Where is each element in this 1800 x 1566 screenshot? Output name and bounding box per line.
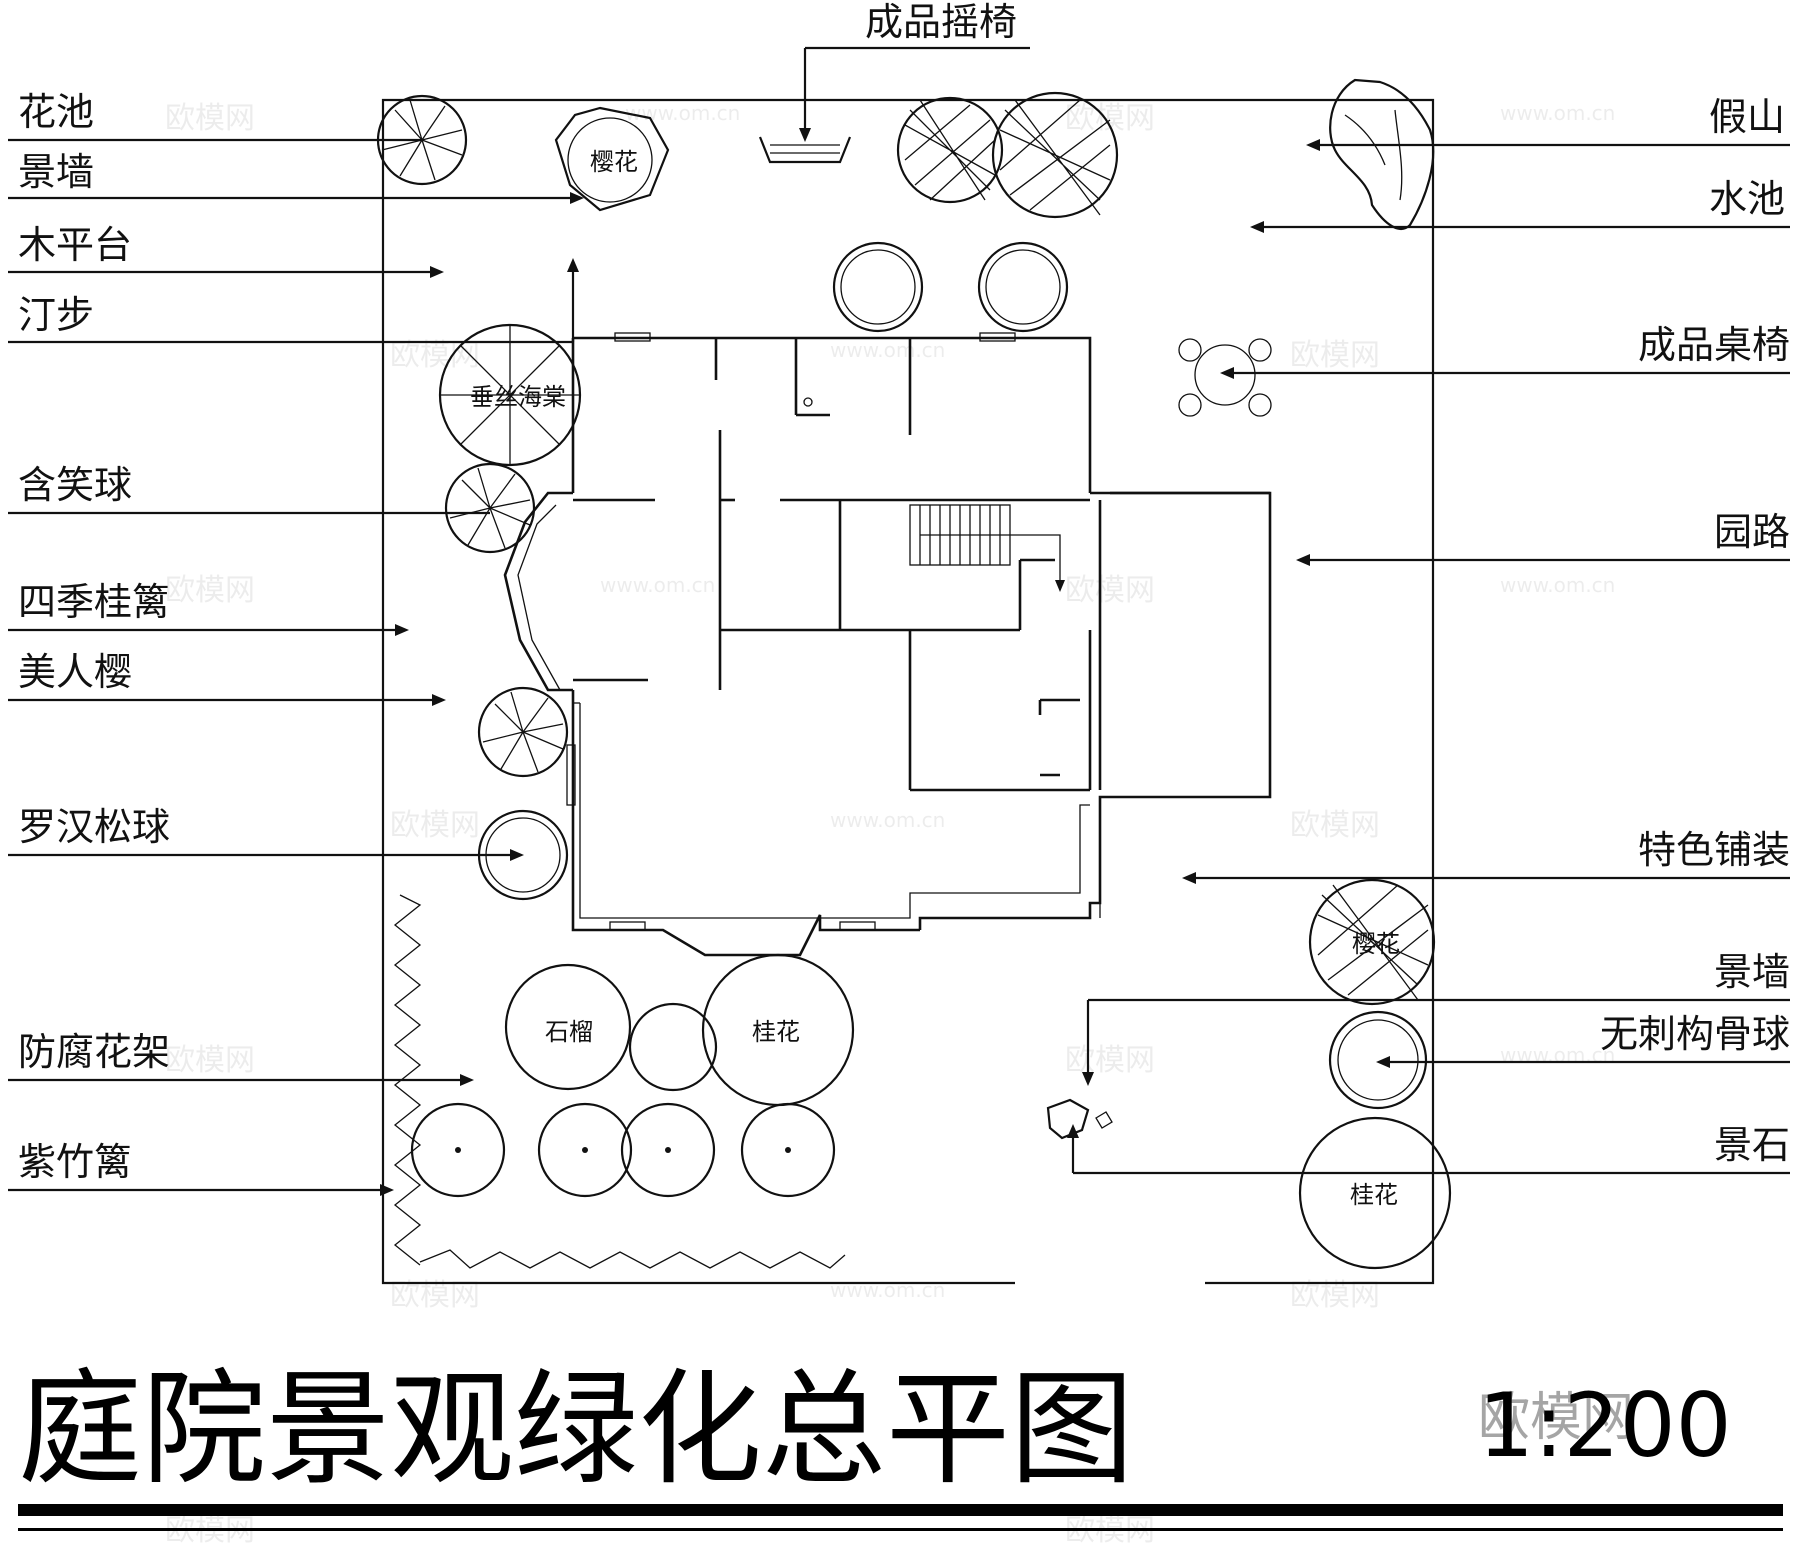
hatched-tree bbox=[896, 96, 1004, 204]
rockery-symbol bbox=[1329, 78, 1435, 230]
watermark: 欧模网 bbox=[1065, 101, 1155, 136]
label-michelia-ball: 含笑球 bbox=[18, 463, 132, 507]
watermark: 欧模网 bbox=[390, 808, 480, 843]
patio-table-set bbox=[1178, 338, 1272, 417]
watermark: 欧模网 bbox=[390, 338, 480, 373]
label-garden-path: 园路 bbox=[1714, 510, 1790, 554]
label-pergola: 防腐花架 bbox=[18, 1030, 170, 1074]
tree-tag: 樱花 bbox=[1352, 930, 1400, 958]
label-stepping-stones: 汀步 bbox=[18, 293, 94, 337]
leader-lines-left bbox=[8, 138, 584, 1196]
watermark-layer: 欧模网 欧模网 www.om.cn www.om.cn 欧模网 欧模网 www.… bbox=[165, 101, 1615, 1548]
smile-ball-tree bbox=[444, 462, 536, 554]
label-wood-deck: 木平台 bbox=[18, 223, 132, 267]
tree-tag: 垂丝海棠 bbox=[470, 383, 566, 411]
watermark-url: www.om.cn bbox=[1500, 1043, 1615, 1067]
label-feature-paving: 特色铺装 bbox=[1638, 828, 1790, 872]
drawing-scale: 1:200 bbox=[1478, 1374, 1732, 1477]
label-feature-wall: 景墙 bbox=[18, 150, 94, 194]
tree-tag: 樱花 bbox=[590, 148, 638, 176]
watermark-url: www.om.cn bbox=[625, 101, 740, 125]
watermark: 欧模网 bbox=[1065, 573, 1155, 608]
labels-right: 假山 水池 成品桌椅 园路 特色铺装 景墙 无刺构骨球 景石 bbox=[1600, 95, 1790, 1167]
label-bamboo-hedge: 紫竹篱 bbox=[18, 1140, 132, 1184]
purple-bamboo-hedge bbox=[393, 894, 846, 1269]
label-osmanthus-hedge: 四季桂篱 bbox=[18, 580, 170, 624]
osmanthus-tree bbox=[1298, 1116, 1452, 1270]
hatched-tree bbox=[991, 91, 1119, 219]
label-flower-bed: 花池 bbox=[18, 90, 94, 134]
title-underline-thick bbox=[18, 1504, 1783, 1516]
label-podocarpus-ball: 罗汉松球 bbox=[18, 805, 170, 849]
tree-tag-layer: 樱花 垂丝海棠 石榴 桂花 桂花 樱花 bbox=[470, 148, 1400, 1209]
swing-chair-symbol bbox=[758, 136, 852, 164]
label-pond: 水池 bbox=[1709, 177, 1785, 221]
label-rockery: 假山 bbox=[1709, 95, 1785, 139]
tree-tag: 石榴 bbox=[545, 1018, 593, 1046]
watermark: 欧模网 bbox=[1290, 338, 1380, 373]
watermark-url: www.om.cn bbox=[830, 338, 945, 362]
tree-symbols bbox=[376, 91, 1452, 1270]
watermark-url: www.om.cn bbox=[830, 808, 945, 832]
house-floor-plan bbox=[503, 332, 1272, 957]
holly-ball bbox=[1328, 1010, 1428, 1110]
watermark-title: 欧模网 bbox=[1478, 1388, 1634, 1448]
watermark-url: www.om.cn bbox=[600, 573, 715, 597]
watermark-url: www.om.cn bbox=[830, 1278, 945, 1302]
label-table-set: 成品桌椅 bbox=[1638, 323, 1790, 367]
scenic-stone bbox=[1046, 1098, 1113, 1140]
round-tree bbox=[832, 241, 924, 333]
shrub-row bbox=[410, 1102, 836, 1198]
watermark: 欧模网 bbox=[165, 101, 255, 136]
watermark: 欧模网 bbox=[165, 573, 255, 608]
labels-left: 花池 景墙 木平台 汀步 含笑球 四季桂篱 美人樱 罗汉松球 防腐花架 紫竹篱 bbox=[18, 90, 170, 1184]
watermark-url: www.om.cn bbox=[1500, 101, 1615, 125]
small-round-tree bbox=[628, 1002, 718, 1092]
watermark: 欧模网 bbox=[1290, 808, 1380, 843]
title-underline-thin bbox=[18, 1528, 1783, 1531]
label-holly-ball: 无刺构骨球 bbox=[1600, 1012, 1790, 1056]
drawing-title: 庭院景观绿化总平图 bbox=[18, 1358, 1134, 1502]
tree-tag: 桂花 bbox=[1350, 1181, 1398, 1209]
crabapple-tree bbox=[438, 323, 582, 467]
tree-tag: 桂花 bbox=[752, 1018, 800, 1046]
site-boundary bbox=[381, 98, 1435, 1285]
pomegranate-tree bbox=[504, 963, 632, 1091]
label-scenic-stone: 景石 bbox=[1714, 1123, 1790, 1167]
title-block: 庭院景观绿化总平图 1:200 欧模网 bbox=[18, 1358, 1783, 1531]
cherry-tree bbox=[554, 106, 670, 212]
label-feature-wall-right: 景墙 bbox=[1714, 950, 1790, 994]
hatched-tree bbox=[1308, 878, 1436, 1006]
watermark-url: www.om.cn bbox=[1500, 573, 1615, 597]
watermark: 欧模网 bbox=[165, 1043, 255, 1078]
staircase bbox=[909, 504, 1065, 592]
leader-lines-right bbox=[799, 46, 1790, 1175]
lantana-tree bbox=[477, 686, 569, 778]
label-swing-chair: 成品摇椅 bbox=[865, 0, 1017, 44]
round-tree bbox=[977, 241, 1069, 333]
label-verbena: 美人樱 bbox=[18, 650, 132, 694]
watermark: 欧模网 bbox=[1065, 1043, 1155, 1078]
